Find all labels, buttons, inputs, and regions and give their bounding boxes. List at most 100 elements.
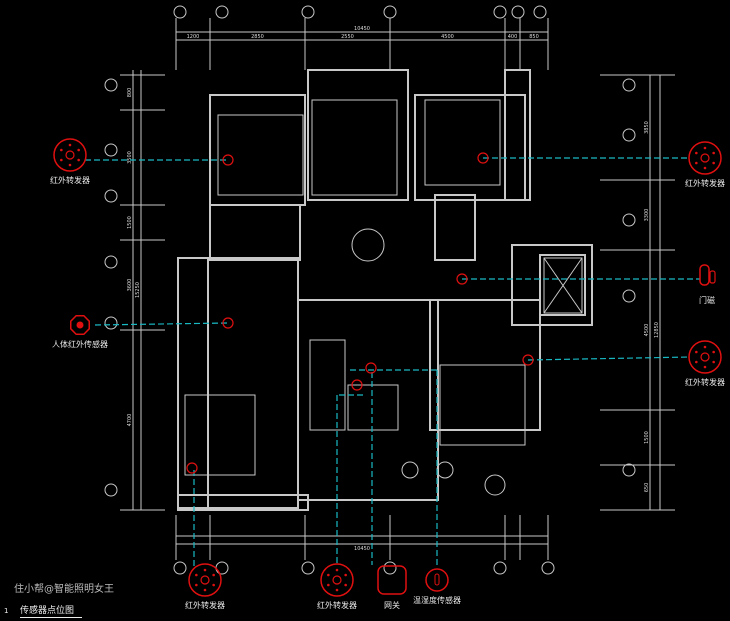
ir-led — [703, 166, 707, 170]
bed — [439, 364, 526, 446]
axis-bubble — [104, 316, 118, 330]
axis-bubble — [533, 5, 547, 19]
sensor-point — [365, 362, 377, 374]
ir-led — [327, 583, 330, 587]
gateway-icon — [377, 565, 407, 595]
gateway-body — [377, 565, 407, 595]
sensor-point — [456, 273, 468, 285]
axis-bubble — [301, 561, 315, 575]
ir-blaster-icon — [188, 563, 222, 597]
wall — [434, 194, 476, 261]
dimension-text: 3850 — [644, 121, 650, 134]
sensor-label: 红外转发器 — [50, 176, 90, 185]
dimension-text: 1500 — [127, 216, 133, 229]
axis-bubble — [173, 5, 187, 19]
dimension-text: 850 — [529, 34, 539, 40]
ir-blaster-lens — [332, 575, 342, 585]
temp-humidity-sensor-icon — [425, 568, 449, 592]
ir-blaster-body — [188, 563, 222, 597]
ir-led — [712, 161, 715, 165]
ir-led — [712, 360, 715, 364]
axis-bubble — [173, 561, 187, 575]
ir-led — [712, 350, 715, 354]
sensor-point — [222, 154, 234, 166]
sensor-point — [522, 354, 534, 366]
axis-bubble — [104, 255, 118, 269]
dimension-text: 10450 — [354, 26, 370, 32]
sensor-link — [94, 322, 229, 326]
dimension-text: 2550 — [341, 34, 354, 40]
ir-led — [195, 573, 198, 577]
thermometer — [434, 573, 440, 586]
door-sensor-body — [699, 264, 710, 286]
sensor-point — [186, 462, 198, 474]
ir-led — [344, 573, 347, 577]
ir-led — [695, 151, 698, 155]
sensor-label: 门磁 — [699, 296, 715, 305]
ir-led — [77, 158, 80, 162]
wall — [177, 257, 209, 509]
ir-blaster-lens — [700, 352, 710, 362]
axis-bubble — [622, 289, 636, 303]
wall — [504, 69, 531, 201]
ir-blaster-lens — [200, 575, 210, 585]
sensor-label: 红外转发器 — [685, 179, 725, 188]
ir-led — [212, 583, 215, 587]
ir-blaster-lens — [65, 150, 75, 160]
ir-led — [703, 345, 707, 349]
ir-led — [695, 350, 698, 354]
axis-bubble — [383, 5, 397, 19]
dimension-text: 4700 — [127, 414, 133, 427]
ir-led — [335, 568, 339, 572]
ir-led — [712, 151, 715, 155]
ir-led — [212, 573, 215, 577]
drawing-number: 1 — [4, 607, 9, 615]
sensor-label: 红外转发器 — [317, 601, 357, 610]
sensor-label: 网关 — [384, 601, 400, 610]
ir-led — [335, 588, 339, 592]
axis-bubble — [541, 561, 555, 575]
door-sensor-icon — [699, 264, 716, 286]
wall — [414, 94, 526, 201]
axis-bubble — [493, 5, 507, 19]
motion-sensor-lens — [76, 321, 84, 329]
elevator-cross — [543, 257, 583, 314]
ir-led — [77, 148, 80, 152]
axis-bubble — [383, 561, 397, 575]
bedroom-furniture — [217, 114, 304, 196]
ir-blaster-body — [53, 138, 87, 172]
ir-led — [703, 146, 707, 150]
wall — [511, 244, 593, 326]
dimension-text: 4500 — [441, 34, 454, 40]
ir-blaster-icon — [688, 141, 722, 175]
dimension-text: 2850 — [251, 34, 264, 40]
ir-blaster-body — [688, 141, 722, 175]
watermark: 住小帮@智能照明女王 — [14, 584, 114, 595]
temp-sensor-body — [425, 568, 449, 592]
motion-sensor-icon — [70, 315, 90, 335]
wall — [209, 204, 301, 261]
dimension-text: 3500 — [127, 151, 133, 164]
axis-bubble — [493, 561, 507, 575]
ir-blaster-icon — [320, 563, 354, 597]
chair — [401, 461, 419, 479]
ir-blaster-body — [688, 340, 722, 374]
coffee-table — [347, 384, 399, 431]
bedroom-furniture — [424, 99, 501, 186]
dimension-text: 400 — [508, 34, 518, 40]
ir-led — [68, 143, 72, 147]
dining-table — [351, 228, 385, 262]
motion-sensor-body — [70, 315, 90, 335]
dimension-text: 4500 — [644, 324, 650, 337]
ir-blaster-body — [320, 563, 354, 597]
ir-led — [203, 568, 207, 572]
wall — [209, 94, 306, 206]
dimension-text: 650 — [644, 483, 650, 493]
sensor-label: 人体红外传感器 — [52, 340, 108, 349]
axis-bubble — [215, 561, 229, 575]
round-table — [484, 474, 506, 496]
axis-bubble — [104, 189, 118, 203]
ir-led — [203, 588, 207, 592]
axis-bubble — [622, 78, 636, 92]
